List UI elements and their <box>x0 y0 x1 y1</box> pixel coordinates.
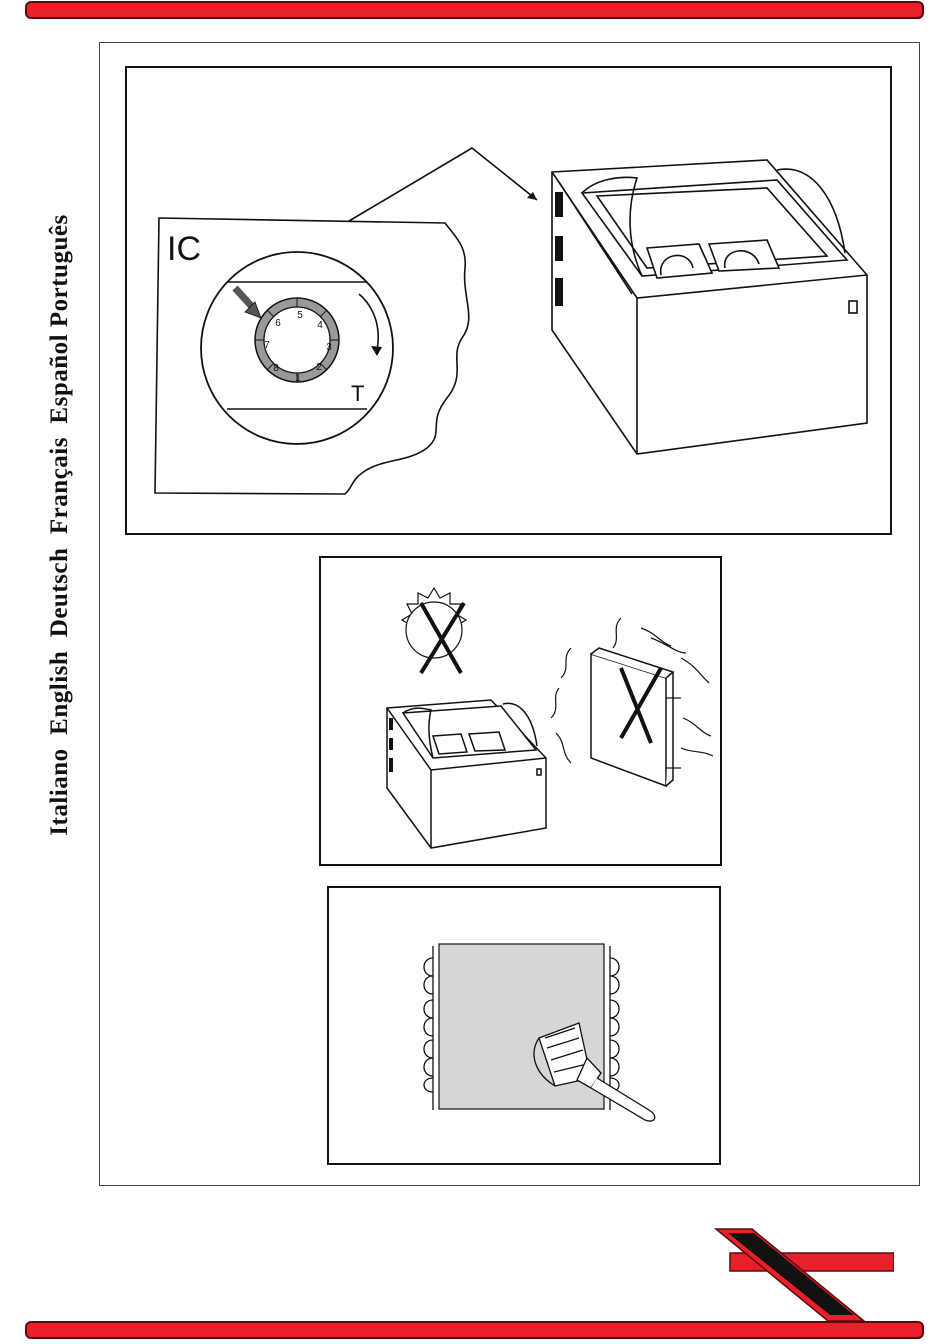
figure-condenser-cleaning-panel <box>327 886 721 1165</box>
dial-number-5: 5 <box>297 310 303 321</box>
language-list: Italiano English Deutsch Français Españo… <box>46 214 74 835</box>
language-francais: Français <box>46 437 73 534</box>
label-ic: IC <box>167 230 201 268</box>
language-portugues: Português <box>46 214 73 327</box>
no-sun-no-heat-source-icon <box>321 558 724 868</box>
top-decorative-bar <box>27 3 922 17</box>
bottom-decorative-bar <box>27 1323 922 1337</box>
dial-number-8: 8 <box>273 363 279 374</box>
figure-installation-warning-panel <box>319 556 722 866</box>
dial-number-2: 2 <box>316 362 322 373</box>
language-italiano: Italiano <box>46 748 73 835</box>
figure-thermostat-panel: IC 1 2 3 4 5 6 7 8 <box>125 66 892 535</box>
dial-number-3: 3 <box>326 342 332 353</box>
dial-number-1: 1 <box>295 373 301 384</box>
label-t: T <box>351 381 364 406</box>
dial-number-7: 7 <box>264 340 270 351</box>
brand-logo-icon <box>714 1227 894 1327</box>
dial-number-4: 4 <box>317 320 323 331</box>
language-english: English <box>46 651 73 735</box>
condenser-cleaning-brush-icon <box>329 888 723 1167</box>
language-deutsch: Deutsch <box>46 548 73 638</box>
thermostat-dial-detail-icon: IC 1 2 3 4 5 6 7 8 <box>127 68 894 537</box>
language-espanol: Español <box>46 334 73 424</box>
dial-number-6: 6 <box>275 318 281 329</box>
